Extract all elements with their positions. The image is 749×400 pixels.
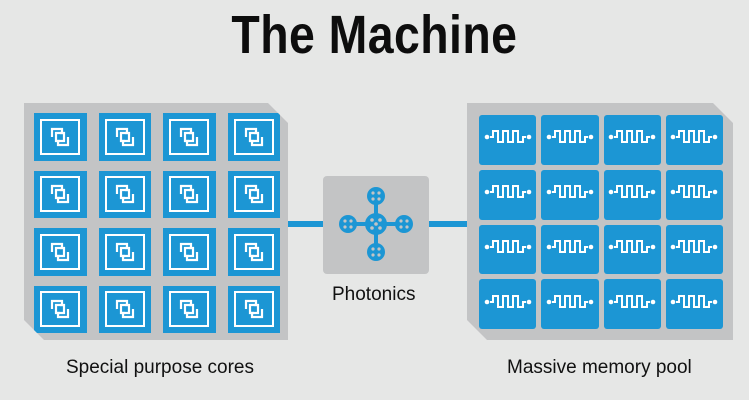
memory-tile (479, 115, 536, 165)
memory-signal-icon (483, 183, 533, 206)
core-tile (163, 286, 216, 334)
memory-signal-icon (545, 238, 595, 261)
memory-signal-icon (669, 128, 719, 151)
memory-tile (666, 225, 723, 275)
memory-signal-icon (607, 238, 657, 261)
photonic-link-left (286, 221, 326, 227)
memory-label: Massive memory pool (507, 357, 692, 378)
core-tile (163, 171, 216, 219)
processor-chip-icon (40, 176, 80, 212)
core-tile (99, 113, 152, 161)
processor-chip-icon (234, 291, 274, 327)
core-tile (99, 171, 152, 219)
memory-tile (666, 279, 723, 329)
memory-tile (541, 225, 598, 275)
memory-signal-icon (545, 183, 595, 206)
memory-tile (541, 115, 598, 165)
memory-tile (479, 225, 536, 275)
memory-tile (541, 170, 598, 220)
processor-chip-icon (169, 176, 209, 212)
core-tile (99, 228, 152, 276)
cores-label: Special purpose cores (66, 357, 254, 378)
memory-signal-icon (545, 128, 595, 151)
processor-chip-icon (105, 176, 145, 212)
memory-tile (541, 279, 598, 329)
photonic-network-icon (339, 187, 413, 261)
memory-tile (604, 170, 661, 220)
memory-grid (479, 115, 723, 329)
memory-tile (604, 115, 661, 165)
memory-signal-icon (607, 293, 657, 316)
core-tile (99, 286, 152, 334)
core-tile (163, 228, 216, 276)
processor-chip-icon (105, 291, 145, 327)
processor-chip-icon (169, 119, 209, 155)
memory-signal-icon (545, 293, 595, 316)
memory-signal-icon (483, 293, 533, 316)
memory-signal-icon (607, 183, 657, 206)
core-tile (228, 286, 281, 334)
core-tile (34, 228, 87, 276)
memory-signal-icon (669, 238, 719, 261)
memory-signal-icon (669, 293, 719, 316)
photonics-hub (323, 176, 429, 274)
diagram-title: The Machine (231, 5, 518, 65)
cores-grid (34, 113, 280, 333)
processor-chip-icon (234, 234, 274, 270)
memory-tile (604, 225, 661, 275)
processor-chip-icon (105, 234, 145, 270)
memory-tile (479, 279, 536, 329)
memory-signal-icon (483, 238, 533, 261)
memory-panel (467, 103, 733, 340)
processor-chip-icon (105, 119, 145, 155)
memory-tile (666, 115, 723, 165)
memory-tile (479, 170, 536, 220)
memory-signal-icon (669, 183, 719, 206)
photonic-link-right (427, 221, 471, 227)
processor-chip-icon (234, 119, 274, 155)
core-tile (34, 113, 87, 161)
processor-chip-icon (40, 119, 80, 155)
processor-chip-icon (169, 291, 209, 327)
processor-chip-icon (40, 234, 80, 270)
core-tile (228, 228, 281, 276)
memory-tile (666, 170, 723, 220)
memory-signal-icon (483, 128, 533, 151)
memory-signal-icon (607, 128, 657, 151)
memory-tile (604, 279, 661, 329)
core-tile (34, 171, 87, 219)
cores-panel (24, 103, 288, 340)
processor-chip-icon (40, 291, 80, 327)
processor-chip-icon (234, 176, 274, 212)
core-tile (163, 113, 216, 161)
core-tile (228, 113, 281, 161)
processor-chip-icon (169, 234, 209, 270)
photonics-label: Photonics (332, 284, 416, 305)
core-tile (228, 171, 281, 219)
core-tile (34, 286, 87, 334)
